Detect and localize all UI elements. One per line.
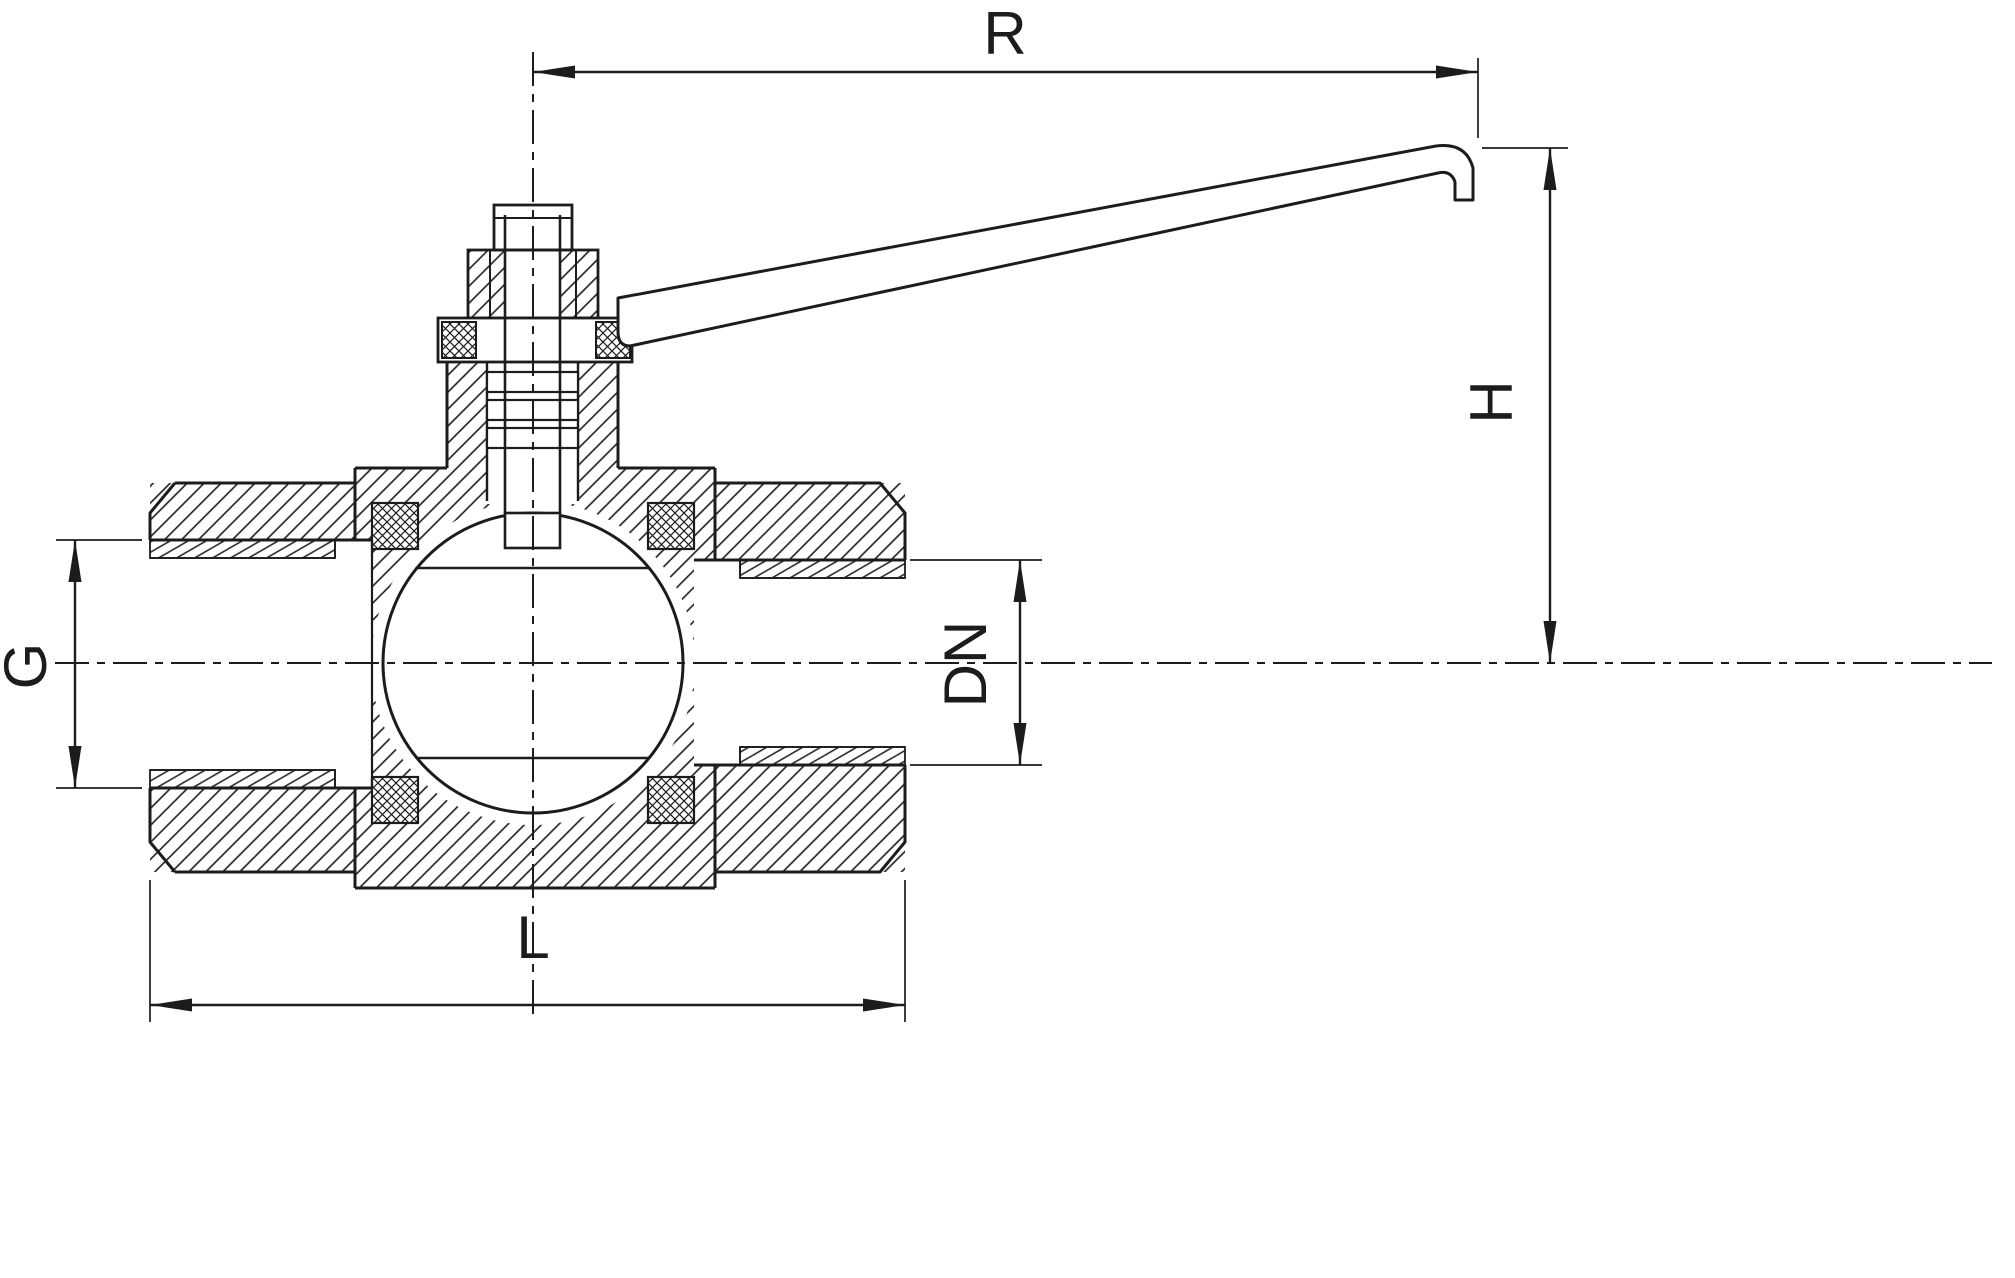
stem-assembly: [436, 203, 634, 513]
label-G: G: [0, 643, 59, 690]
hub-ring-section-left: [441, 321, 477, 359]
dimensions: [56, 58, 1568, 1022]
seat-seal-bottom-left: [370, 775, 420, 825]
handle-lever: [616, 143, 1475, 348]
seat-seal-bottom-right: [646, 775, 696, 825]
thread-sections: [149, 539, 906, 789]
seat-seal-top-left: [370, 501, 420, 551]
label-DN: DN: [932, 621, 999, 708]
body-outline: [148, 466, 907, 890]
label-R: R: [983, 0, 1026, 67]
label-H: H: [1458, 380, 1525, 423]
dimension-lines: [68, 65, 1557, 1012]
seat-seals: [370, 501, 696, 825]
seat-seal-top-right: [646, 501, 696, 551]
centerlines: [55, 52, 1992, 1018]
dimension-labels: R H G DN L: [0, 0, 1525, 971]
label-L: L: [516, 904, 549, 971]
